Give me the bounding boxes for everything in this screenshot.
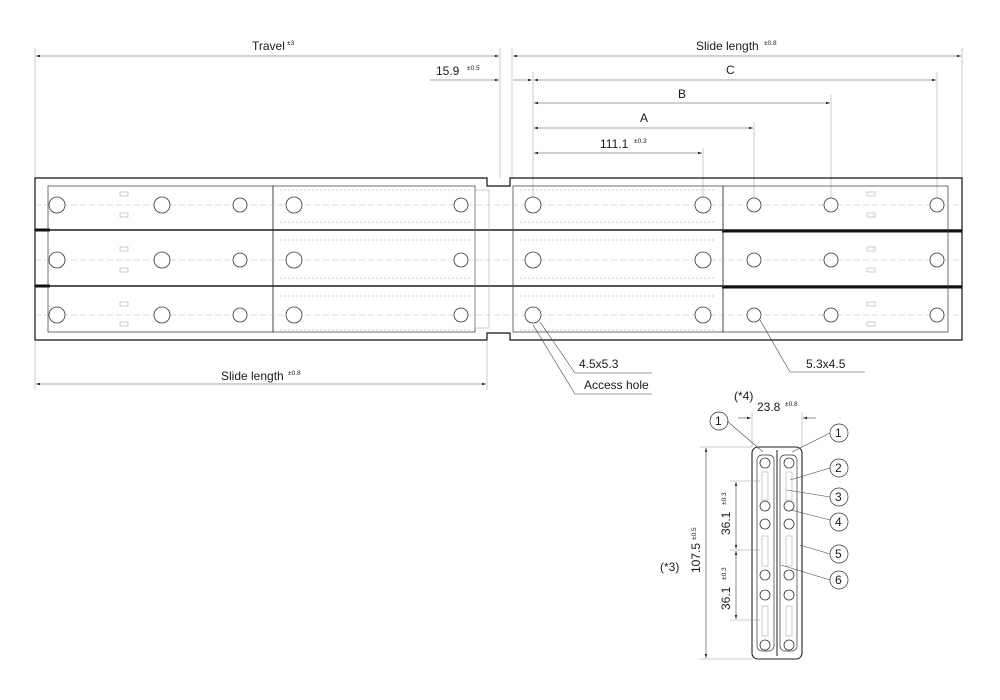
travel-label: Travel <box>252 39 285 53</box>
offset-tolerance: ±0.5 <box>467 65 480 72</box>
note4-label: (*4) <box>734 389 753 403</box>
callout-label: 5 <box>835 547 842 561</box>
dim-b-label: B <box>678 87 686 101</box>
dim-c-label: C <box>726 63 735 77</box>
callout-label: 6 <box>835 573 842 587</box>
pitch-upper-label: 36.1 <box>719 511 733 535</box>
callout-circle-6 <box>829 570 849 590</box>
hole-size-right-label: 5.3x4.5 <box>806 357 846 371</box>
callout-circle-2 <box>829 458 849 478</box>
dimension-lines-top <box>34 48 963 200</box>
callout-circle-5 <box>829 544 849 564</box>
callout-label: 4 <box>835 515 842 529</box>
callout-label: 1 <box>835 426 842 440</box>
first-hole-dim-label: 111.1 <box>600 137 629 151</box>
cross-section <box>700 412 831 660</box>
travel-tolerance: ±3 <box>287 40 295 47</box>
access-hole-label: Access hole <box>584 378 649 392</box>
callout-circle-4 <box>829 512 849 532</box>
pitch-lower-tolerance: ±0.3 <box>721 567 728 580</box>
note3-label: (*3) <box>660 560 679 574</box>
callout-circle-3 <box>829 487 849 507</box>
callout-circle-1b <box>829 423 849 443</box>
callout-circle-1a <box>709 411 729 431</box>
callout-markers: 1 1 2 3 4 5 6 <box>709 411 849 590</box>
slide-length-bottom-tolerance: ±0.8 <box>288 370 301 377</box>
height-label: 107.5 <box>689 543 703 573</box>
slide-length-top-tolerance: ±0.8 <box>764 40 777 47</box>
height-tolerance: ±0.5 <box>691 527 698 540</box>
first-hole-dim-tolerance: ±0.3 <box>634 138 647 145</box>
dim-a-label: A <box>640 111 648 125</box>
slide-top-view <box>34 177 963 341</box>
pitch-lower-label: 36.1 <box>719 586 733 610</box>
callout-label: 1 <box>715 414 722 428</box>
slide-length-bottom-label: Slide length <box>221 369 284 383</box>
pitch-upper-tolerance: ±0.3 <box>721 492 728 505</box>
dimension-lines-bottom <box>34 319 865 395</box>
width-label: 23.8 <box>757 400 781 414</box>
offset-label: 15.9 <box>436 64 460 78</box>
callout-label: 3 <box>835 490 842 504</box>
slide-length-top-label: Slide length <box>696 39 759 53</box>
callout-label: 2 <box>835 461 842 475</box>
width-tolerance: ±0.8 <box>785 401 798 408</box>
hole-size-left-label: 4.5x5.3 <box>579 357 619 371</box>
